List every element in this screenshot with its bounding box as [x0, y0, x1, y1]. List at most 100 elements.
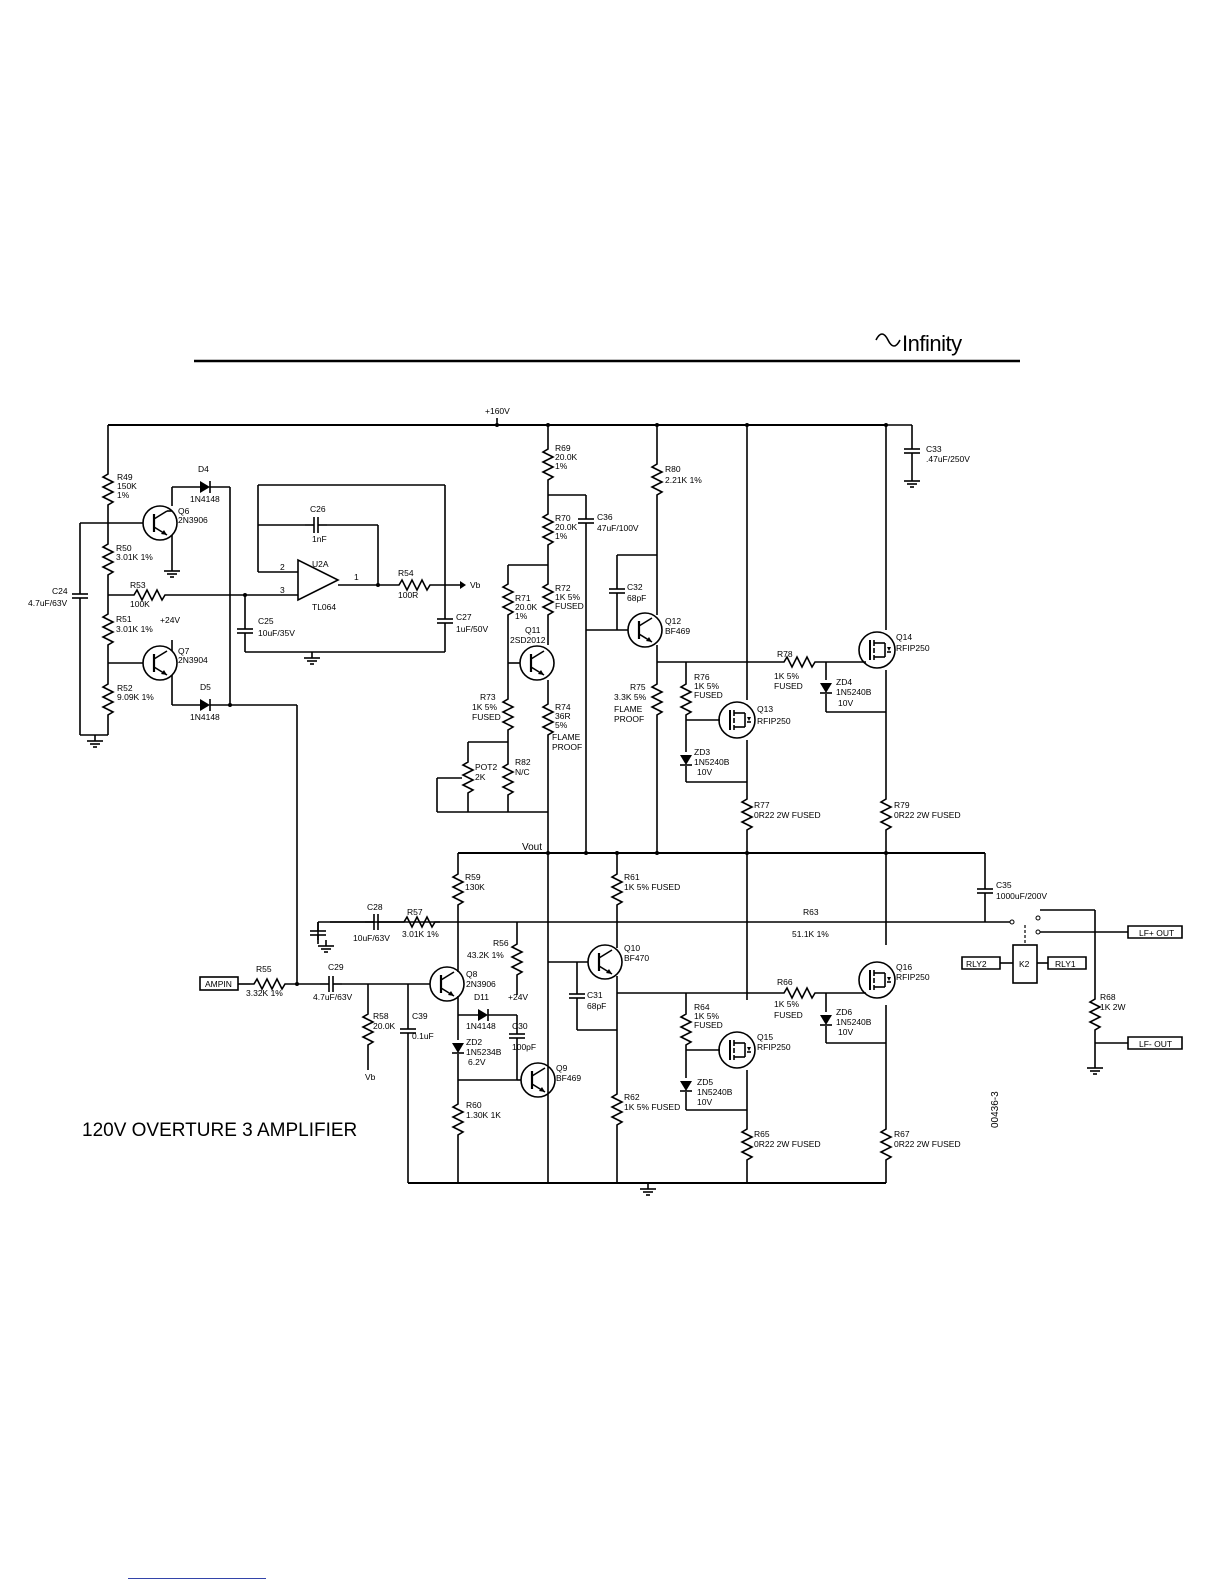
q15-part: RFIP250 — [757, 1042, 791, 1052]
lf-plus-label: LF+ OUT — [1139, 928, 1174, 938]
q8-part: 2N3906 — [466, 979, 496, 989]
r74-tol: 5% — [555, 720, 568, 730]
c28-ref: C28 — [367, 902, 383, 912]
q15-ref: Q15 — [757, 1032, 773, 1042]
r68-ref: R68 — [1100, 992, 1116, 1002]
r74-ref: R74 — [555, 702, 571, 712]
zd3-voltage: 10V — [697, 767, 712, 777]
infinity-logo: Infinity — [875, 331, 963, 356]
d4-part: 1N4148 — [190, 494, 220, 504]
c32-ref: C32 — [627, 582, 643, 592]
r58-ref: R58 — [373, 1011, 389, 1021]
pot2-ref: POT2 — [475, 762, 497, 772]
q11-part: 2SD2012 — [510, 635, 546, 645]
r72-note: FUSED — [555, 601, 584, 611]
u2a-part: TL064 — [312, 602, 336, 612]
r56-value: 43.2K 1% — [467, 950, 504, 960]
r63-ref: R63 — [803, 907, 819, 917]
r78-note: FUSED — [774, 681, 803, 691]
c26-value: 1nF — [312, 534, 327, 544]
c39-ref: C39 — [412, 1011, 428, 1021]
r69-tol: 1% — [555, 461, 568, 471]
r56-ref: R56 — [493, 938, 509, 948]
r76-ref: R76 — [694, 672, 710, 682]
zd4-part: 1N5240B — [836, 687, 872, 697]
r49-value: 150K — [117, 481, 137, 491]
r53-value: 100K — [130, 599, 150, 609]
zd2-ref: ZD2 — [466, 1037, 482, 1047]
q11-ref: Q11 — [525, 625, 541, 635]
plus24-top: +24V — [160, 615, 180, 625]
r79-value: 0R22 2W FUSED — [894, 810, 961, 820]
c31-ref: C31 — [587, 990, 603, 1000]
zd2-voltage: 6.2V — [468, 1057, 486, 1067]
r55-ref: R55 — [256, 964, 272, 974]
q12-ref: Q12 — [665, 616, 681, 626]
r60-value: 1.30K 1K — [466, 1110, 501, 1120]
drawing-number: 00436-3 — [990, 1091, 1001, 1128]
c35-value: 1000uF/200V — [996, 891, 1047, 901]
r61-ref: R61 — [624, 872, 640, 882]
r59-ref: R59 — [465, 872, 481, 882]
q9-ref: Q9 — [556, 1063, 568, 1073]
c36-value: 47uF/100V — [597, 523, 639, 533]
zd6-part: 1N5240B — [836, 1017, 872, 1027]
vb-label: Vb — [470, 580, 481, 590]
c30-value: 100pF — [512, 1042, 536, 1052]
q6-ref: Q6 — [178, 506, 190, 516]
r71-ref: R71 — [515, 593, 531, 603]
r72-value: 1K 5% — [555, 592, 580, 602]
zd4-ref: ZD4 — [836, 677, 852, 687]
vb-bottom: Vb — [365, 1072, 376, 1082]
c28-value: 10uF/63V — [353, 933, 390, 943]
r71-value: 20.0K — [515, 602, 538, 612]
r78-ref: R78 — [777, 649, 793, 659]
r49-ref: R49 — [117, 472, 133, 482]
r75-ref: R75 — [630, 682, 646, 692]
r75-value: 3.3K 5% — [614, 692, 647, 702]
logo-text: Infinity — [902, 331, 962, 356]
rail-plus160: +160V — [485, 406, 510, 416]
r67-value: 0R22 2W FUSED — [894, 1139, 961, 1149]
r64-ref: R64 — [694, 1002, 710, 1012]
d5-part: 1N4148 — [190, 712, 220, 722]
q14-part: RFIP250 — [896, 643, 930, 653]
r70-tol: 1% — [555, 531, 568, 541]
c29-value: 4.7uF/63V — [313, 992, 353, 1002]
r71-tol: 1% — [515, 611, 528, 621]
r80-ref: R80 — [665, 464, 681, 474]
r65-value: 0R22 2W FUSED — [754, 1139, 821, 1149]
r54-value: 100R — [398, 590, 418, 600]
zd5-part: 1N5240B — [697, 1087, 733, 1097]
r64-note: FUSED — [694, 1020, 723, 1030]
u2a-ref: U2A — [312, 559, 329, 569]
c39-value: 0.1uF — [412, 1031, 434, 1041]
q16-part: RFIP250 — [896, 972, 930, 982]
q10-ref: Q10 — [624, 943, 640, 953]
r54-ref: R54 — [398, 568, 414, 578]
c24-ref: C24 — [52, 586, 68, 596]
r67-ref: R67 — [894, 1129, 910, 1139]
diagram-title: 120V OVERTURE 3 AMPLIFIER — [82, 1120, 357, 1141]
r77-value: 0R22 2W FUSED — [754, 810, 821, 820]
r73-note: FUSED — [472, 712, 501, 722]
c33-value: .47uF/250V — [926, 454, 970, 464]
r61-value: 1K 5% FUSED — [624, 882, 680, 892]
ampin-label: AMPIN — [205, 979, 232, 989]
r59-value: 130K — [465, 882, 485, 892]
c36-ref: C36 — [597, 512, 613, 522]
u2a-pin1: 1 — [354, 572, 359, 582]
r51-value: 3.01K 1% — [116, 624, 153, 634]
q13-part: RFIP250 — [757, 716, 791, 726]
footer-link-underline[interactable] — [128, 1578, 266, 1579]
zd2-part: 1N5234B — [466, 1047, 502, 1057]
q10-part: BF470 — [624, 953, 649, 963]
r64-value: 1K 5% — [694, 1011, 719, 1021]
lf-minus-label: LF- OUT — [1139, 1039, 1172, 1049]
r74-value: 36R — [555, 711, 571, 721]
zd3-part: 1N5240B — [694, 757, 730, 767]
r75-note1: FLAME — [614, 704, 643, 714]
r50-value: 3.01K 1% — [116, 552, 153, 562]
r66-value: 1K 5% — [774, 999, 799, 1009]
r76-note: FUSED — [694, 690, 723, 700]
